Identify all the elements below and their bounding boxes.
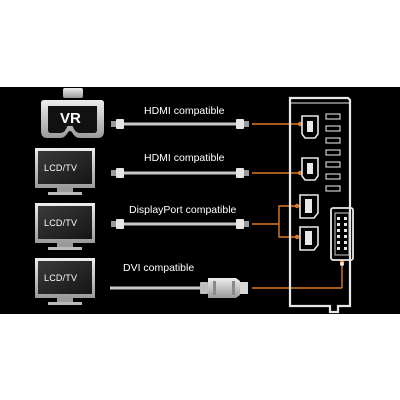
hdmi-cable: [111, 168, 249, 178]
monitor-icon: [35, 203, 95, 250]
monitor-icon: [35, 148, 95, 195]
cable-label-hdmi-2: HDMI compatible: [144, 152, 225, 164]
dvi-cable: [110, 278, 248, 298]
monitor-1-label: LCD/TV: [44, 163, 78, 173]
cable-label-displayport: DisplayPort compatible: [129, 204, 237, 216]
hdmi-cable: [111, 119, 249, 129]
displayport-cable: [111, 219, 249, 229]
monitor-icon: [35, 258, 95, 305]
graphics-card-bracket: [288, 96, 352, 314]
monitor-2-label: LCD/TV: [44, 218, 78, 228]
dvi-port: [330, 207, 354, 266]
cable-label-hdmi-1: HDMI compatible: [144, 105, 225, 117]
displayport-port: [299, 226, 319, 251]
hdmi-port: [301, 157, 319, 181]
cable-label-dvi: DVI compatible: [123, 262, 195, 274]
displayport-port: [299, 194, 319, 219]
monitor-3-label: LCD/TV: [44, 273, 78, 283]
hdmi-port: [301, 115, 319, 139]
vr-headset-icon: [41, 88, 104, 138]
vr-label: VR: [60, 110, 81, 127]
connector-lines: [252, 123, 343, 289]
